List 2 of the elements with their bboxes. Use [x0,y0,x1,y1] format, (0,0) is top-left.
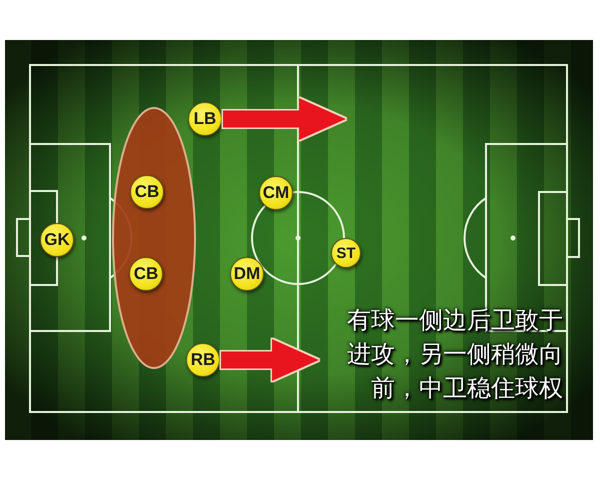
arrow [223,98,346,140]
arrow [221,339,319,381]
